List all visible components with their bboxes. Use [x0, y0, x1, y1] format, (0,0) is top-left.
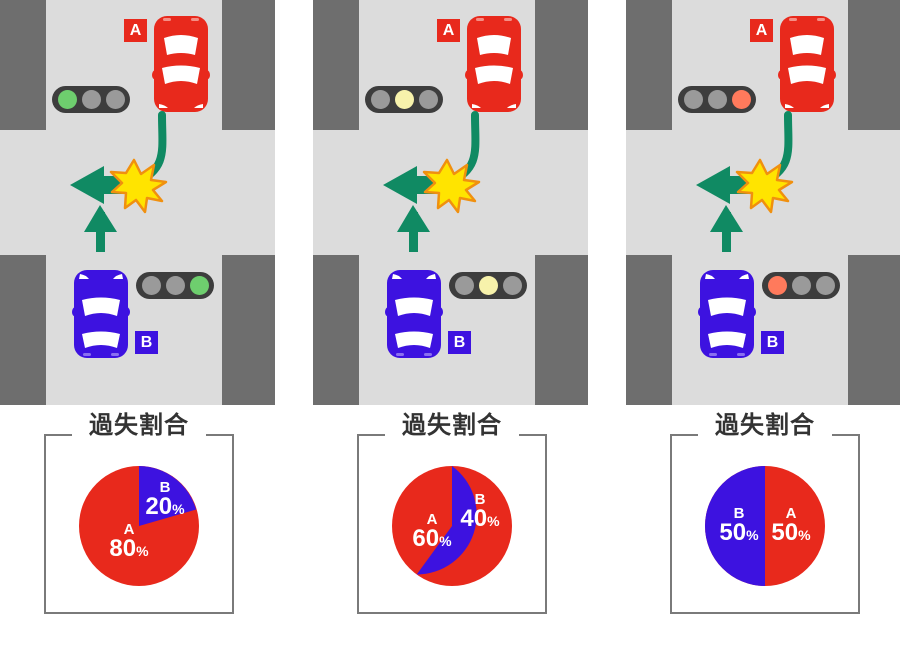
curved-left-turn-arrow-icon	[445, 111, 480, 187]
straight-up-arrow-shaft-icon	[96, 212, 105, 252]
fault-ratio-card: 過失割合 B 50% A 50%	[670, 414, 860, 614]
straight-up-arrow-head-icon	[397, 205, 430, 232]
traffic-light-b[interactable]	[762, 272, 840, 299]
straight-up-arrow-shaft-icon	[409, 212, 418, 252]
turn-arrow-head-icon	[383, 166, 417, 204]
intersection-scene: A B	[626, 0, 900, 405]
card-title: 過失割合	[715, 412, 815, 439]
corner-block-top-left	[0, 0, 46, 130]
pie-label-a: A 80%	[109, 521, 149, 562]
pie-label-b: B 20%	[145, 479, 185, 520]
pie-label-a: A 50%	[771, 505, 811, 546]
lamp-center	[791, 276, 811, 295]
corner-block-bottom-right	[535, 255, 588, 405]
corner-block-top-left	[313, 0, 359, 130]
corner-block-top-right	[535, 0, 588, 130]
lamp-right	[105, 90, 125, 109]
label-car-b: B	[448, 331, 471, 354]
label-car-a: A	[124, 19, 147, 42]
pie-label-b: B 50%	[719, 505, 759, 546]
fault-ratio-pie: A 80% B 20%	[79, 466, 199, 586]
traffic-light-a[interactable]	[678, 86, 756, 113]
pie-label-b: B 40%	[460, 491, 500, 532]
lamp-right	[418, 90, 438, 109]
label-car-a: A	[437, 19, 460, 42]
fault-ratio-pie: B 50% A 50%	[705, 466, 825, 586]
corner-block-top-right	[848, 0, 900, 130]
straight-up-arrow-shaft-icon	[722, 212, 731, 252]
card-frame-gap	[72, 431, 206, 439]
lamp-left	[767, 276, 787, 295]
card-frame-gap	[385, 431, 519, 439]
curved-left-turn-arrow-icon	[132, 111, 167, 187]
corner-block-top-right	[222, 0, 275, 130]
car-a-red	[778, 14, 836, 114]
scenario-panel-yellow: A B 過失割合 A 60% B 40%	[313, 0, 588, 650]
corner-block-bottom-right	[848, 255, 900, 405]
pie-slice-b	[705, 466, 765, 586]
turn-arrow-head-icon	[696, 166, 730, 204]
traffic-light-a[interactable]	[365, 86, 443, 113]
traffic-light-a[interactable]	[52, 86, 130, 113]
fault-ratio-pie: A 60% B 40%	[392, 466, 512, 586]
collision-burst-icon	[735, 158, 794, 214]
collision-burst-icon	[109, 158, 168, 214]
lamp-left	[141, 276, 161, 295]
car-b-blue	[698, 268, 756, 360]
scenario-panel-red: A B 過失割合 B 50% A 50%	[626, 0, 900, 650]
lamp-center	[478, 276, 498, 295]
corner-block-bottom-right	[222, 255, 275, 405]
turn-arrow-head-icon	[70, 166, 104, 204]
card-title: 過失割合	[402, 412, 502, 439]
lamp-center	[81, 90, 101, 109]
lamp-left	[370, 90, 390, 109]
lamp-right	[815, 276, 835, 295]
lamp-right	[189, 276, 209, 295]
car-b-blue	[385, 268, 443, 360]
card-title: 過失割合	[89, 412, 189, 439]
straight-up-arrow-head-icon	[710, 205, 743, 232]
lamp-right	[731, 90, 751, 109]
corner-block-bottom-left	[313, 255, 359, 405]
corner-block-bottom-left	[626, 255, 672, 405]
scenario-panel-green: A B 過失割合 A 80% B 20%	[0, 0, 275, 650]
car-a-red	[465, 14, 523, 114]
pie-slice-b	[139, 466, 197, 526]
pie-slice-b	[416, 466, 477, 575]
label-car-b: B	[761, 331, 784, 354]
lamp-left	[454, 276, 474, 295]
fault-ratio-card: 過失割合 A 60% B 40%	[357, 414, 547, 614]
corner-block-bottom-left	[0, 255, 46, 405]
straight-up-arrow-head-icon	[84, 205, 117, 232]
car-b-blue	[72, 268, 130, 360]
traffic-light-b[interactable]	[136, 272, 214, 299]
car-a-red	[152, 14, 210, 114]
intersection-scene: A B	[313, 0, 588, 405]
lamp-right	[502, 276, 522, 295]
lamp-center	[707, 90, 727, 109]
traffic-light-b[interactable]	[449, 272, 527, 299]
collision-burst-icon	[422, 158, 481, 214]
card-frame-gap	[698, 431, 832, 439]
label-car-b: B	[135, 331, 158, 354]
pie-label-a: A 60%	[412, 511, 452, 552]
fault-ratio-card: 過失割合 A 80% B 20%	[44, 414, 234, 614]
lamp-center	[394, 90, 414, 109]
lamp-left	[57, 90, 77, 109]
lamp-center	[165, 276, 185, 295]
curved-left-turn-arrow-icon	[758, 111, 793, 187]
label-car-a: A	[750, 19, 773, 42]
lamp-left	[683, 90, 703, 109]
corner-block-top-left	[626, 0, 672, 130]
intersection-scene: A B	[0, 0, 275, 405]
